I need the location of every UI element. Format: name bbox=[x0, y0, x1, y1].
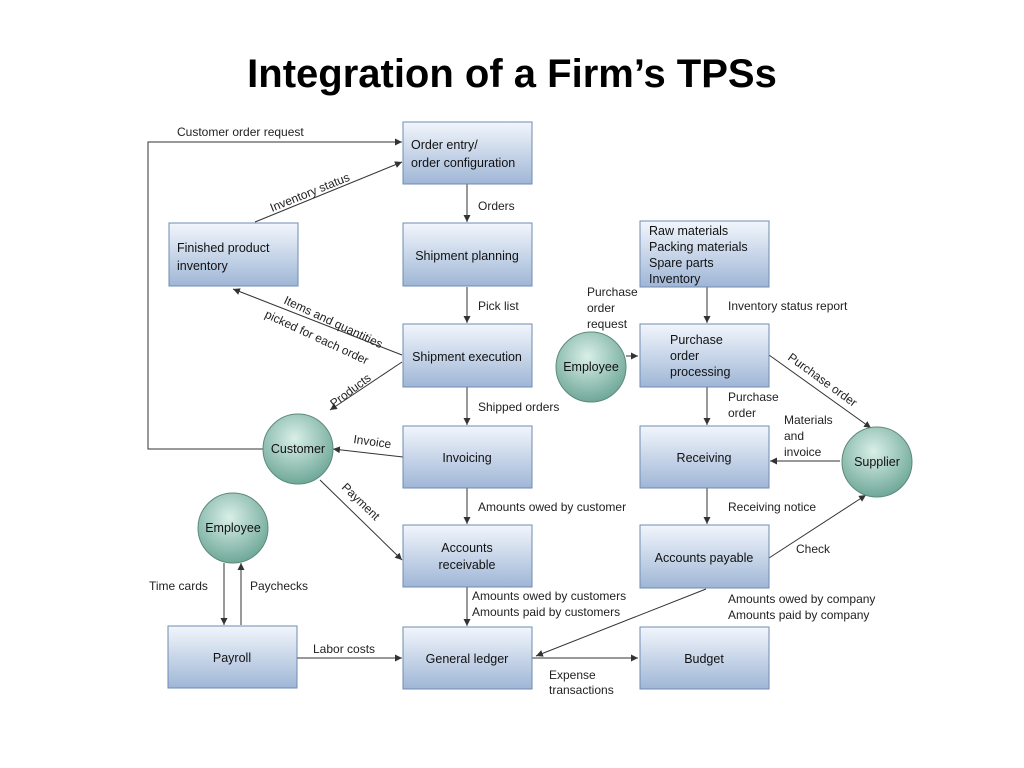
label-purchase-order-request-2: order bbox=[587, 301, 615, 315]
label-labor-costs: Labor costs bbox=[313, 642, 375, 656]
node-shipment-execution-label: Shipment execution bbox=[412, 350, 522, 364]
node-supplier-label: Supplier bbox=[854, 455, 900, 469]
label-amounts-paid-company: Amounts paid by company bbox=[728, 608, 869, 622]
edges bbox=[147, 138, 872, 662]
node-order-entry: Order entry/ order configuration bbox=[402, 121, 533, 185]
label-purchase-order-down-1: Purchase bbox=[728, 390, 779, 404]
node-finished-inventory-line1: Finished product bbox=[177, 241, 270, 255]
node-raw-materials-line4: Inventory bbox=[649, 272, 701, 286]
label-materials-invoice-2: and bbox=[784, 429, 804, 443]
label-amounts-owed-customers: Amounts owed by customers bbox=[472, 589, 626, 603]
node-accounts-receivable-line2: receivable bbox=[439, 558, 496, 572]
node-supplier: Supplier bbox=[841, 426, 913, 498]
node-employee-left: Employee bbox=[197, 492, 269, 564]
label-pick-list: Pick list bbox=[478, 299, 519, 313]
node-raw-materials-line1: Raw materials bbox=[649, 224, 728, 238]
label-inventory-status-report: Inventory status report bbox=[728, 299, 848, 313]
label-expense-1: Expense bbox=[549, 668, 596, 682]
node-general-ledger-label: General ledger bbox=[426, 652, 509, 666]
label-invoice: Invoice bbox=[353, 432, 393, 451]
node-purchase-order-processing-line1: Purchase bbox=[670, 333, 723, 347]
label-materials-invoice-3: invoice bbox=[784, 445, 822, 459]
node-purchase-order-processing: Purchase order processing bbox=[639, 323, 770, 388]
node-accounts-receivable-line1: Accounts bbox=[441, 541, 492, 555]
edge-items-picked bbox=[232, 288, 403, 356]
node-accounts-payable: Accounts payable bbox=[639, 524, 770, 589]
node-customer: Customer bbox=[262, 413, 334, 485]
label-purchase-order-request-3: request bbox=[587, 317, 628, 331]
label-materials-invoice-1: Materials bbox=[784, 413, 833, 427]
node-shipment-execution: Shipment execution bbox=[402, 323, 533, 388]
node-budget: Budget bbox=[639, 626, 770, 690]
node-raw-materials: Raw materials Packing materials Spare pa… bbox=[639, 220, 770, 288]
node-general-ledger: General ledger bbox=[402, 626, 533, 690]
edge-amounts-company bbox=[535, 588, 707, 657]
edge-customer-order-request bbox=[147, 138, 402, 450]
edge-invoice bbox=[332, 446, 404, 458]
node-employee-left-label: Employee bbox=[205, 521, 261, 535]
label-amounts-owed-customer: Amounts owed by customer bbox=[478, 500, 626, 514]
label-products: Products bbox=[327, 371, 373, 411]
label-amounts-owed-company: Amounts owed by company bbox=[728, 592, 875, 606]
node-raw-materials-line3: Spare parts bbox=[649, 256, 714, 270]
node-purchase-order-processing-line2: order bbox=[670, 349, 699, 363]
node-invoicing-label: Invoicing bbox=[442, 451, 491, 465]
node-employee-right-label: Employee bbox=[563, 360, 619, 374]
label-purchase-order-request-1: Purchase bbox=[587, 285, 638, 299]
node-receiving-label: Receiving bbox=[677, 451, 732, 465]
node-payroll: Payroll bbox=[167, 625, 298, 689]
node-order-entry-line2: order configuration bbox=[411, 156, 515, 170]
edge-check bbox=[768, 494, 867, 559]
node-budget-label: Budget bbox=[684, 652, 724, 666]
node-shipment-planning-label: Shipment planning bbox=[415, 249, 519, 263]
edge-labels: Customer order request Inventory status … bbox=[149, 125, 875, 697]
node-employee-right: Employee bbox=[555, 331, 627, 403]
label-check: Check bbox=[796, 542, 831, 556]
edge-payment bbox=[319, 479, 403, 561]
label-paychecks: Paychecks bbox=[250, 579, 308, 593]
node-order-entry-line1: Order entry/ bbox=[411, 138, 478, 152]
node-receiving: Receiving bbox=[639, 425, 770, 489]
label-amounts-paid-customers: Amounts paid by customers bbox=[472, 605, 620, 619]
label-orders: Orders bbox=[478, 199, 515, 213]
label-shipped-orders: Shipped orders bbox=[478, 400, 559, 414]
label-receiving-notice: Receiving notice bbox=[728, 500, 816, 514]
label-purchase-order-down-2: order bbox=[728, 406, 756, 420]
node-accounts-payable-label: Accounts payable bbox=[655, 551, 754, 565]
node-finished-inventory: Finished product inventory bbox=[168, 222, 299, 287]
edge-purchase-order bbox=[768, 354, 872, 429]
label-payment: Payment bbox=[339, 480, 383, 523]
node-purchase-order-processing-line3: processing bbox=[670, 365, 730, 379]
node-raw-materials-line2: Packing materials bbox=[649, 240, 748, 254]
node-accounts-receivable: Accounts receivable bbox=[402, 524, 533, 588]
node-finished-inventory-line2: inventory bbox=[177, 259, 228, 273]
label-time-cards: Time cards bbox=[149, 579, 208, 593]
label-expense-2: transactions bbox=[549, 683, 614, 697]
page-title: Integration of a Firm’s TPSs bbox=[247, 52, 777, 96]
node-payroll-label: Payroll bbox=[213, 651, 251, 665]
label-inventory-status: Inventory status bbox=[268, 170, 352, 215]
node-invoicing: Invoicing bbox=[402, 425, 533, 489]
label-purchase-order-diag: Purchase order bbox=[785, 350, 860, 410]
label-customer-order-request: Customer order request bbox=[177, 125, 304, 139]
node-customer-label: Customer bbox=[271, 442, 325, 456]
edge-products bbox=[329, 361, 403, 411]
node-shipment-planning: Shipment planning bbox=[402, 222, 533, 287]
edge-inventory-status bbox=[254, 161, 403, 223]
